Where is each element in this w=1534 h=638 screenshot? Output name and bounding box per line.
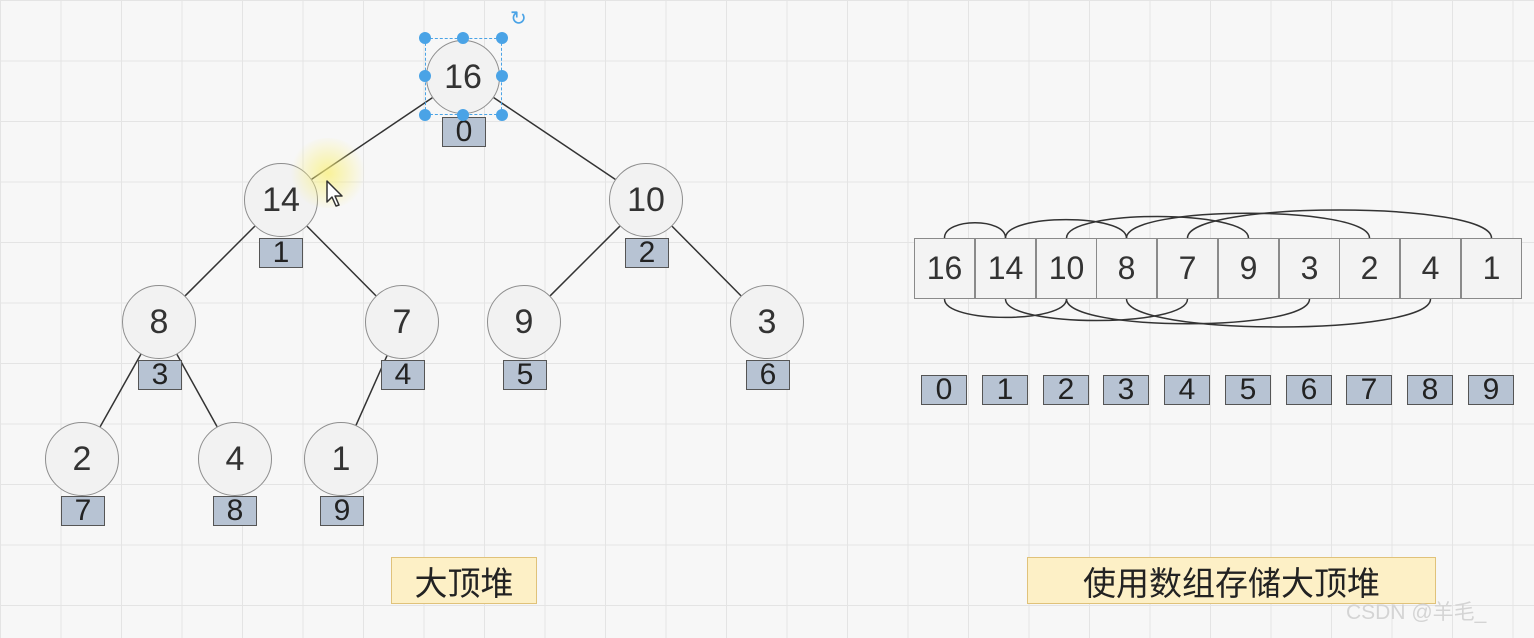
resize-handle-bottom-right[interactable] (496, 109, 508, 121)
array-arc-2-5 (1065, 215, 1250, 239)
array-arc-4-9 (1186, 209, 1493, 239)
array-cell-8[interactable]: 4 (1400, 238, 1461, 299)
array-cell-9[interactable]: 1 (1461, 238, 1522, 299)
tree-node-9[interactable]: 1 (304, 422, 378, 496)
array-arc-3-7 (1125, 212, 1371, 239)
resize-handle-top-right[interactable] (496, 32, 508, 44)
array-index-5: 5 (1225, 375, 1271, 405)
resize-handle-bottom[interactable] (457, 109, 469, 121)
array-cell-2[interactable]: 10 (1036, 238, 1097, 299)
array-index-2: 2 (1043, 375, 1089, 405)
tree-index-3: 3 (138, 360, 182, 390)
array-cell-5[interactable]: 9 (1218, 238, 1279, 299)
cursor-icon (326, 180, 343, 207)
tree-index-5: 5 (503, 360, 547, 390)
array-cell-4[interactable]: 7 (1157, 238, 1218, 299)
tree-node-3[interactable]: 8 (122, 285, 196, 359)
array-index-0: 0 (921, 375, 967, 405)
tree-edge-3-8 (176, 353, 218, 428)
rotate-icon[interactable]: ↻ (510, 8, 527, 30)
tree-node-2[interactable]: 10 (609, 163, 683, 237)
tree-index-7: 7 (61, 496, 105, 526)
array-arc-0-1 (943, 222, 1007, 239)
array-index-1: 1 (982, 375, 1028, 405)
array-index-3: 3 (1103, 375, 1149, 405)
tree-index-0: 0 (442, 117, 486, 147)
array-arc-1-4 (1004, 298, 1189, 322)
tree-node-8[interactable]: 4 (198, 422, 272, 496)
tree-node-4[interactable]: 7 (365, 285, 439, 359)
array-cell-1[interactable]: 14 (975, 238, 1036, 299)
tree-edge-2-5 (549, 225, 621, 297)
array-cell-7[interactable]: 2 (1339, 238, 1400, 299)
resize-handle-top-left[interactable] (419, 32, 431, 44)
tree-node-7[interactable]: 2 (45, 422, 119, 496)
resize-handle-bottom-left[interactable] (419, 109, 431, 121)
resize-handle-top[interactable] (457, 32, 469, 44)
tree-index-2: 2 (625, 238, 669, 268)
array-index-8: 8 (1407, 375, 1453, 405)
array-arc-2-6 (1065, 298, 1311, 325)
caption-max-heap: 大顶堆 (391, 557, 537, 604)
caption-array-storage: 使用数组存储大顶堆 (1027, 557, 1436, 604)
tree-index-1: 1 (259, 238, 303, 268)
array-index-6: 6 (1286, 375, 1332, 405)
array-index-4: 4 (1164, 375, 1210, 405)
tree-edge-1-3 (184, 225, 256, 297)
watermark: CSDN @羊毛_ (1346, 601, 1487, 624)
tree-node-6[interactable]: 3 (730, 285, 804, 359)
tree-index-9: 9 (320, 496, 364, 526)
array-cell-0[interactable]: 16 (914, 238, 975, 299)
resize-handle-right[interactable] (496, 70, 508, 82)
array-arc-3-8 (1125, 298, 1432, 328)
array-cell-6[interactable]: 3 (1279, 238, 1340, 299)
resize-handle-left[interactable] (419, 70, 431, 82)
tree-edge-1-4 (306, 225, 377, 297)
array-index-7: 7 (1346, 375, 1392, 405)
array-index-9: 9 (1468, 375, 1514, 405)
array-cell-3[interactable]: 8 (1096, 238, 1157, 299)
selection-box (425, 38, 502, 115)
tree-index-8: 8 (213, 496, 257, 526)
tree-edge-3-7 (99, 353, 142, 428)
array-arc-1-3 (1004, 218, 1128, 239)
array-arc-0-2 (943, 298, 1068, 319)
tree-index-4: 4 (381, 360, 425, 390)
tree-index-6: 6 (746, 360, 790, 390)
tree-edge-2-6 (671, 225, 742, 297)
tree-edge-0-2 (493, 97, 616, 180)
tree-node-5[interactable]: 9 (487, 285, 561, 359)
